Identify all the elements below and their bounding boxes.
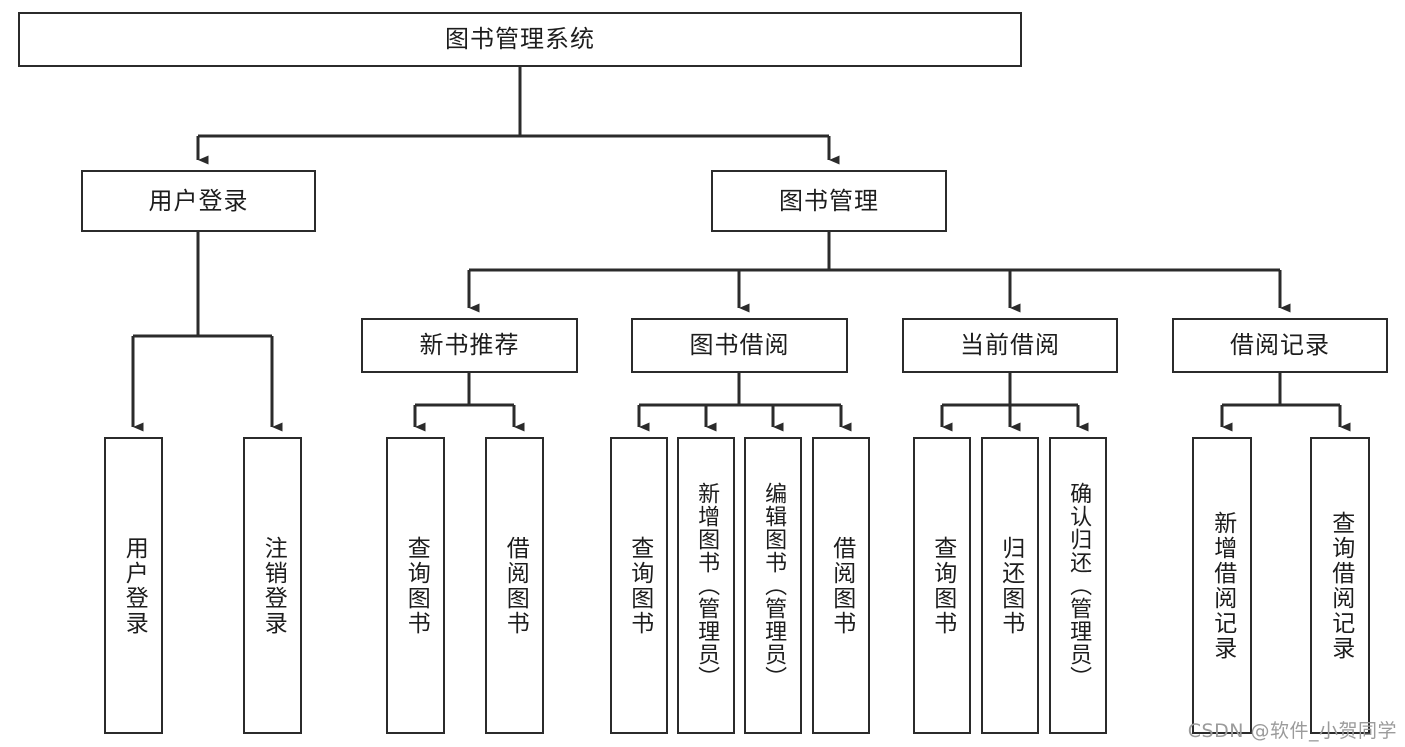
node-leaf-user-login[interactable]: 用户登录	[104, 437, 163, 734]
node-label: 编辑图书（管理员）	[761, 482, 787, 689]
connector-newbook-to-leaves	[413, 373, 525, 432]
node-label: 新书推荐	[419, 331, 520, 360]
node-book-borrow[interactable]: 图书借阅	[631, 318, 848, 373]
node-label: 新增图书（管理员）	[694, 482, 720, 689]
node-leaf-confirm-return[interactable]: 确认归还（管理员）	[1049, 437, 1107, 734]
node-leaf-query-record[interactable]: 查询借阅记录	[1310, 437, 1370, 734]
node-label: 查询图书	[403, 535, 430, 636]
node-leaf-edit-book[interactable]: 编辑图书（管理员）	[744, 437, 802, 734]
node-label: 查询图书	[929, 535, 956, 636]
connector-bookmgmt-to-level3	[467, 232, 1291, 313]
node-label: 用户登录	[121, 535, 148, 636]
node-label: 注销登录	[260, 535, 287, 636]
node-leaf-add-record[interactable]: 新增借阅记录	[1192, 437, 1252, 734]
connector-currentborrow-to-leaves	[940, 373, 1089, 432]
node-label: 借阅图书	[828, 535, 855, 636]
node-book-management[interactable]: 图书管理	[711, 170, 947, 232]
connector-root-to-level2	[196, 67, 840, 165]
node-borrow-record[interactable]: 借阅记录	[1172, 318, 1388, 373]
node-leaf-query-book-2[interactable]: 查询图书	[610, 437, 668, 734]
node-label: 归还图书	[997, 535, 1024, 636]
node-leaf-borrow-book-1[interactable]: 借阅图书	[485, 437, 544, 734]
node-root-book-management-system[interactable]: 图书管理系统	[18, 12, 1022, 67]
node-current-borrow[interactable]: 当前借阅	[902, 318, 1118, 373]
node-label: 查询借阅记录	[1327, 510, 1354, 661]
node-leaf-return-book[interactable]: 归还图书	[981, 437, 1039, 734]
node-leaf-borrow-book-2[interactable]: 借阅图书	[812, 437, 870, 734]
node-user-login[interactable]: 用户登录	[81, 170, 316, 232]
node-label: 图书借阅	[689, 331, 790, 360]
node-leaf-query-book-1[interactable]: 查询图书	[386, 437, 445, 734]
node-label: 新增借阅记录	[1209, 510, 1236, 661]
node-label: 当前借阅	[960, 331, 1060, 360]
node-label: 借阅图书	[502, 535, 529, 636]
node-label: 图书管理系统	[445, 25, 595, 54]
node-label: 图书管理	[779, 186, 879, 215]
connector-bookborrow-to-leaves	[637, 373, 852, 432]
node-label: 确认归还（管理员）	[1066, 482, 1092, 689]
node-leaf-add-book[interactable]: 新增图书（管理员）	[677, 437, 735, 734]
connector-userlogin-to-leaves	[131, 232, 283, 432]
node-new-book-recommend[interactable]: 新书推荐	[361, 318, 578, 373]
node-label: 借阅记录	[1230, 331, 1330, 360]
node-leaf-user-logout[interactable]: 注销登录	[243, 437, 302, 734]
node-label: 查询图书	[626, 535, 653, 636]
node-label: 用户登录	[148, 186, 249, 215]
node-leaf-query-book-3[interactable]: 查询图书	[913, 437, 971, 734]
connector-borrowrecord-to-leaves	[1220, 373, 1351, 432]
